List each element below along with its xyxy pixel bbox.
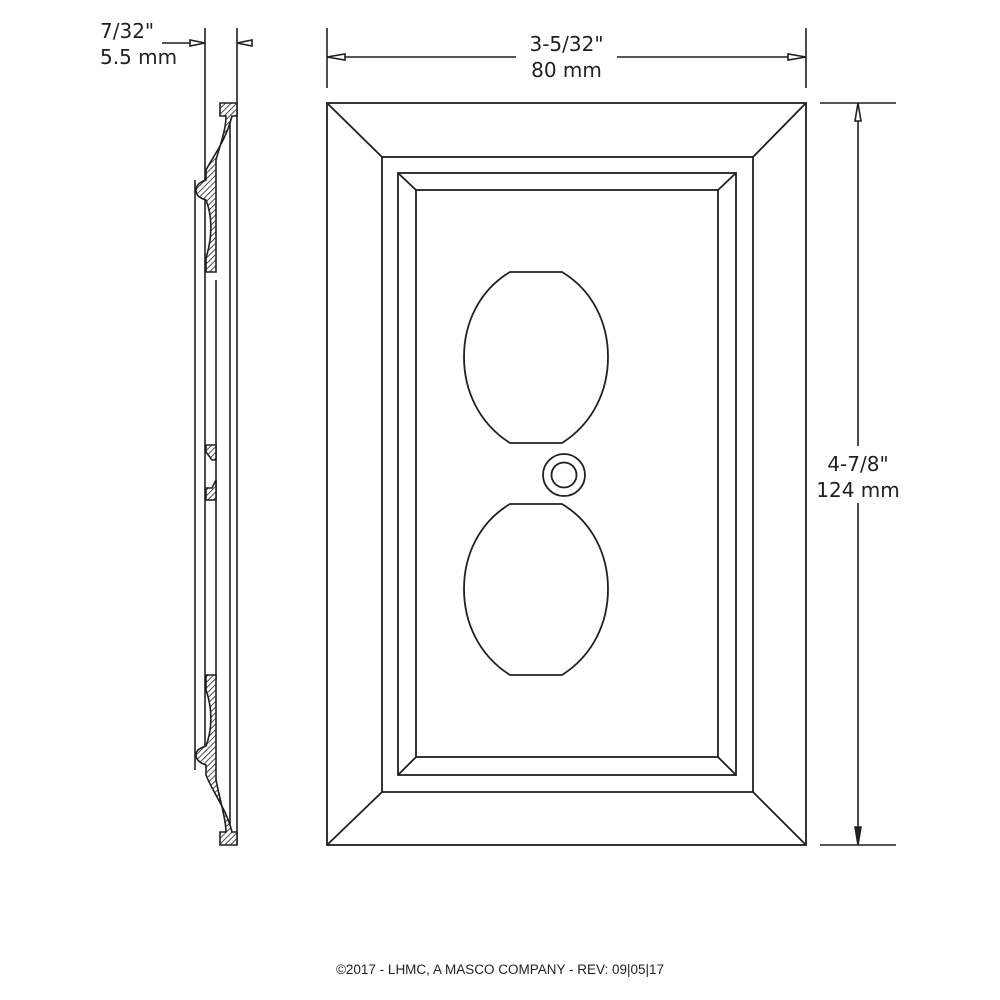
height-arrow-top xyxy=(854,102,862,122)
depth-imperial: 7/32" xyxy=(100,19,155,43)
screw-hole-inner xyxy=(550,461,578,489)
copyright-footer: ©2017 - LHMC, A MASCO COMPANY - REV: 09|… xyxy=(335,962,665,977)
profile-middle-notch-top xyxy=(205,444,217,461)
inner-bevel-bl xyxy=(397,756,417,776)
width-dimension xyxy=(326,28,807,88)
depth-metric: 5.5 mm xyxy=(100,45,178,69)
height-metric: 124 mm xyxy=(816,478,900,502)
height-arrow-bottom xyxy=(854,826,862,846)
depth-arrow-left-head xyxy=(189,39,206,47)
screw-hole-outer xyxy=(542,453,586,497)
height-imperial: 4-7/8" xyxy=(827,452,889,476)
bevel-corner-tr xyxy=(752,102,807,158)
inner-frame-inner xyxy=(415,189,719,758)
bevel-corner-bl xyxy=(326,791,383,846)
side-profile-view xyxy=(162,28,253,846)
width-imperial: 3-5/32" xyxy=(529,32,604,56)
height-dimension xyxy=(820,102,896,846)
width-metric: 80 mm xyxy=(531,58,602,82)
inner-bevel-tl xyxy=(397,172,417,191)
width-arrow-right xyxy=(787,53,807,61)
profile-middle-notch-bottom xyxy=(205,479,217,501)
inner-bevel-tr xyxy=(717,172,737,191)
profile-top-section xyxy=(195,102,238,273)
width-arrow-left xyxy=(326,53,346,61)
height-dimension-label: 4-7/8" 124 mm xyxy=(808,451,908,503)
depth-arrow-right-head xyxy=(236,39,253,47)
plate-bevel-inner-edge xyxy=(381,156,754,793)
profile-bottom-section xyxy=(195,674,238,846)
inner-bevel-br xyxy=(717,756,737,776)
width-dimension-label: 3-5/32" 80 mm xyxy=(516,31,617,83)
upper-receptacle-opening xyxy=(463,271,609,444)
depth-dimension-label: 7/32" 5.5 mm xyxy=(100,18,177,70)
plate-outer-edge xyxy=(326,102,807,846)
front-view xyxy=(326,102,807,846)
bevel-corner-br xyxy=(752,791,807,846)
lower-receptacle-opening xyxy=(463,503,609,676)
inner-frame-outer xyxy=(397,172,737,776)
bevel-corner-tl xyxy=(326,102,383,158)
